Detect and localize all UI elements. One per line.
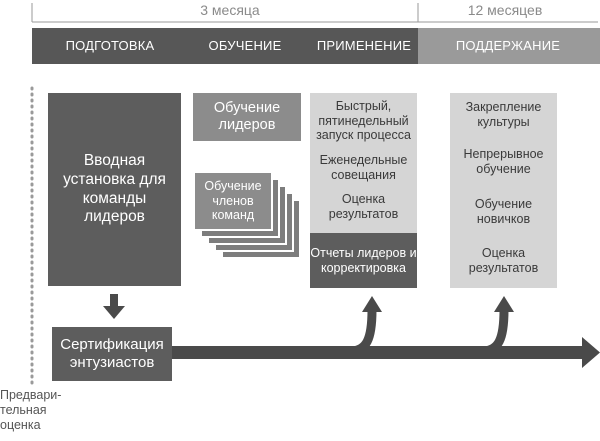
- support-item: Обучение новичков: [474, 197, 533, 226]
- application-box: [310, 93, 417, 233]
- down-arrow-icon: [103, 294, 125, 319]
- phase-preparation: ПОДГОТОВКА: [65, 38, 155, 54]
- certification-label: Сертификация энтузиастов: [60, 336, 164, 371]
- phase-application: ПРИМЕНЕНИЕ: [316, 38, 412, 54]
- member-training-label: Обучение членов команд: [204, 179, 262, 223]
- intro-setup-box: Вводная установка для команды лидеров: [48, 93, 181, 286]
- intro-setup-label: Вводная установка для команды лидеров: [63, 152, 166, 226]
- member-training-card: Обучение членов команд: [193, 171, 273, 231]
- support-item: Непрерывное обучение: [463, 147, 544, 176]
- phase-bar-dark: [32, 28, 418, 64]
- application-item: Оценка результатов: [328, 192, 399, 221]
- pre-assessment-label: Предвари-тельная оценка: [0, 388, 62, 432]
- phase-support: ПОДДЕРЖАНИЕ: [455, 38, 561, 54]
- leader-training-box: Обучение лидеров: [193, 93, 301, 141]
- phase-bar-light: [418, 28, 600, 64]
- application-item: Еженедельные совещания: [319, 153, 408, 182]
- duration-3-months: 3 месяца: [200, 1, 260, 18]
- duration-brackets: [31, 3, 598, 23]
- support-item: Оценка результатов: [468, 246, 539, 275]
- support-item: Закрепление культуры: [465, 100, 542, 129]
- leader-training-label: Обучение лидеров: [213, 99, 281, 133]
- leader-reports-label: Отчеты лидеров и корректировка: [310, 245, 417, 275]
- support-box: [450, 93, 557, 288]
- certification-box: Сертификация энтузиастов: [52, 327, 172, 381]
- duration-12-months: 12 месяцев: [467, 1, 543, 18]
- application-item: Быстрый, пятинедельный запуск процесса: [316, 98, 411, 143]
- timeline-dotted-line: [30, 86, 34, 386]
- phase-training: ОБУЧЕНИЕ: [208, 38, 282, 54]
- leader-reports-box: Отчеты лидеров и корректировка: [310, 233, 417, 288]
